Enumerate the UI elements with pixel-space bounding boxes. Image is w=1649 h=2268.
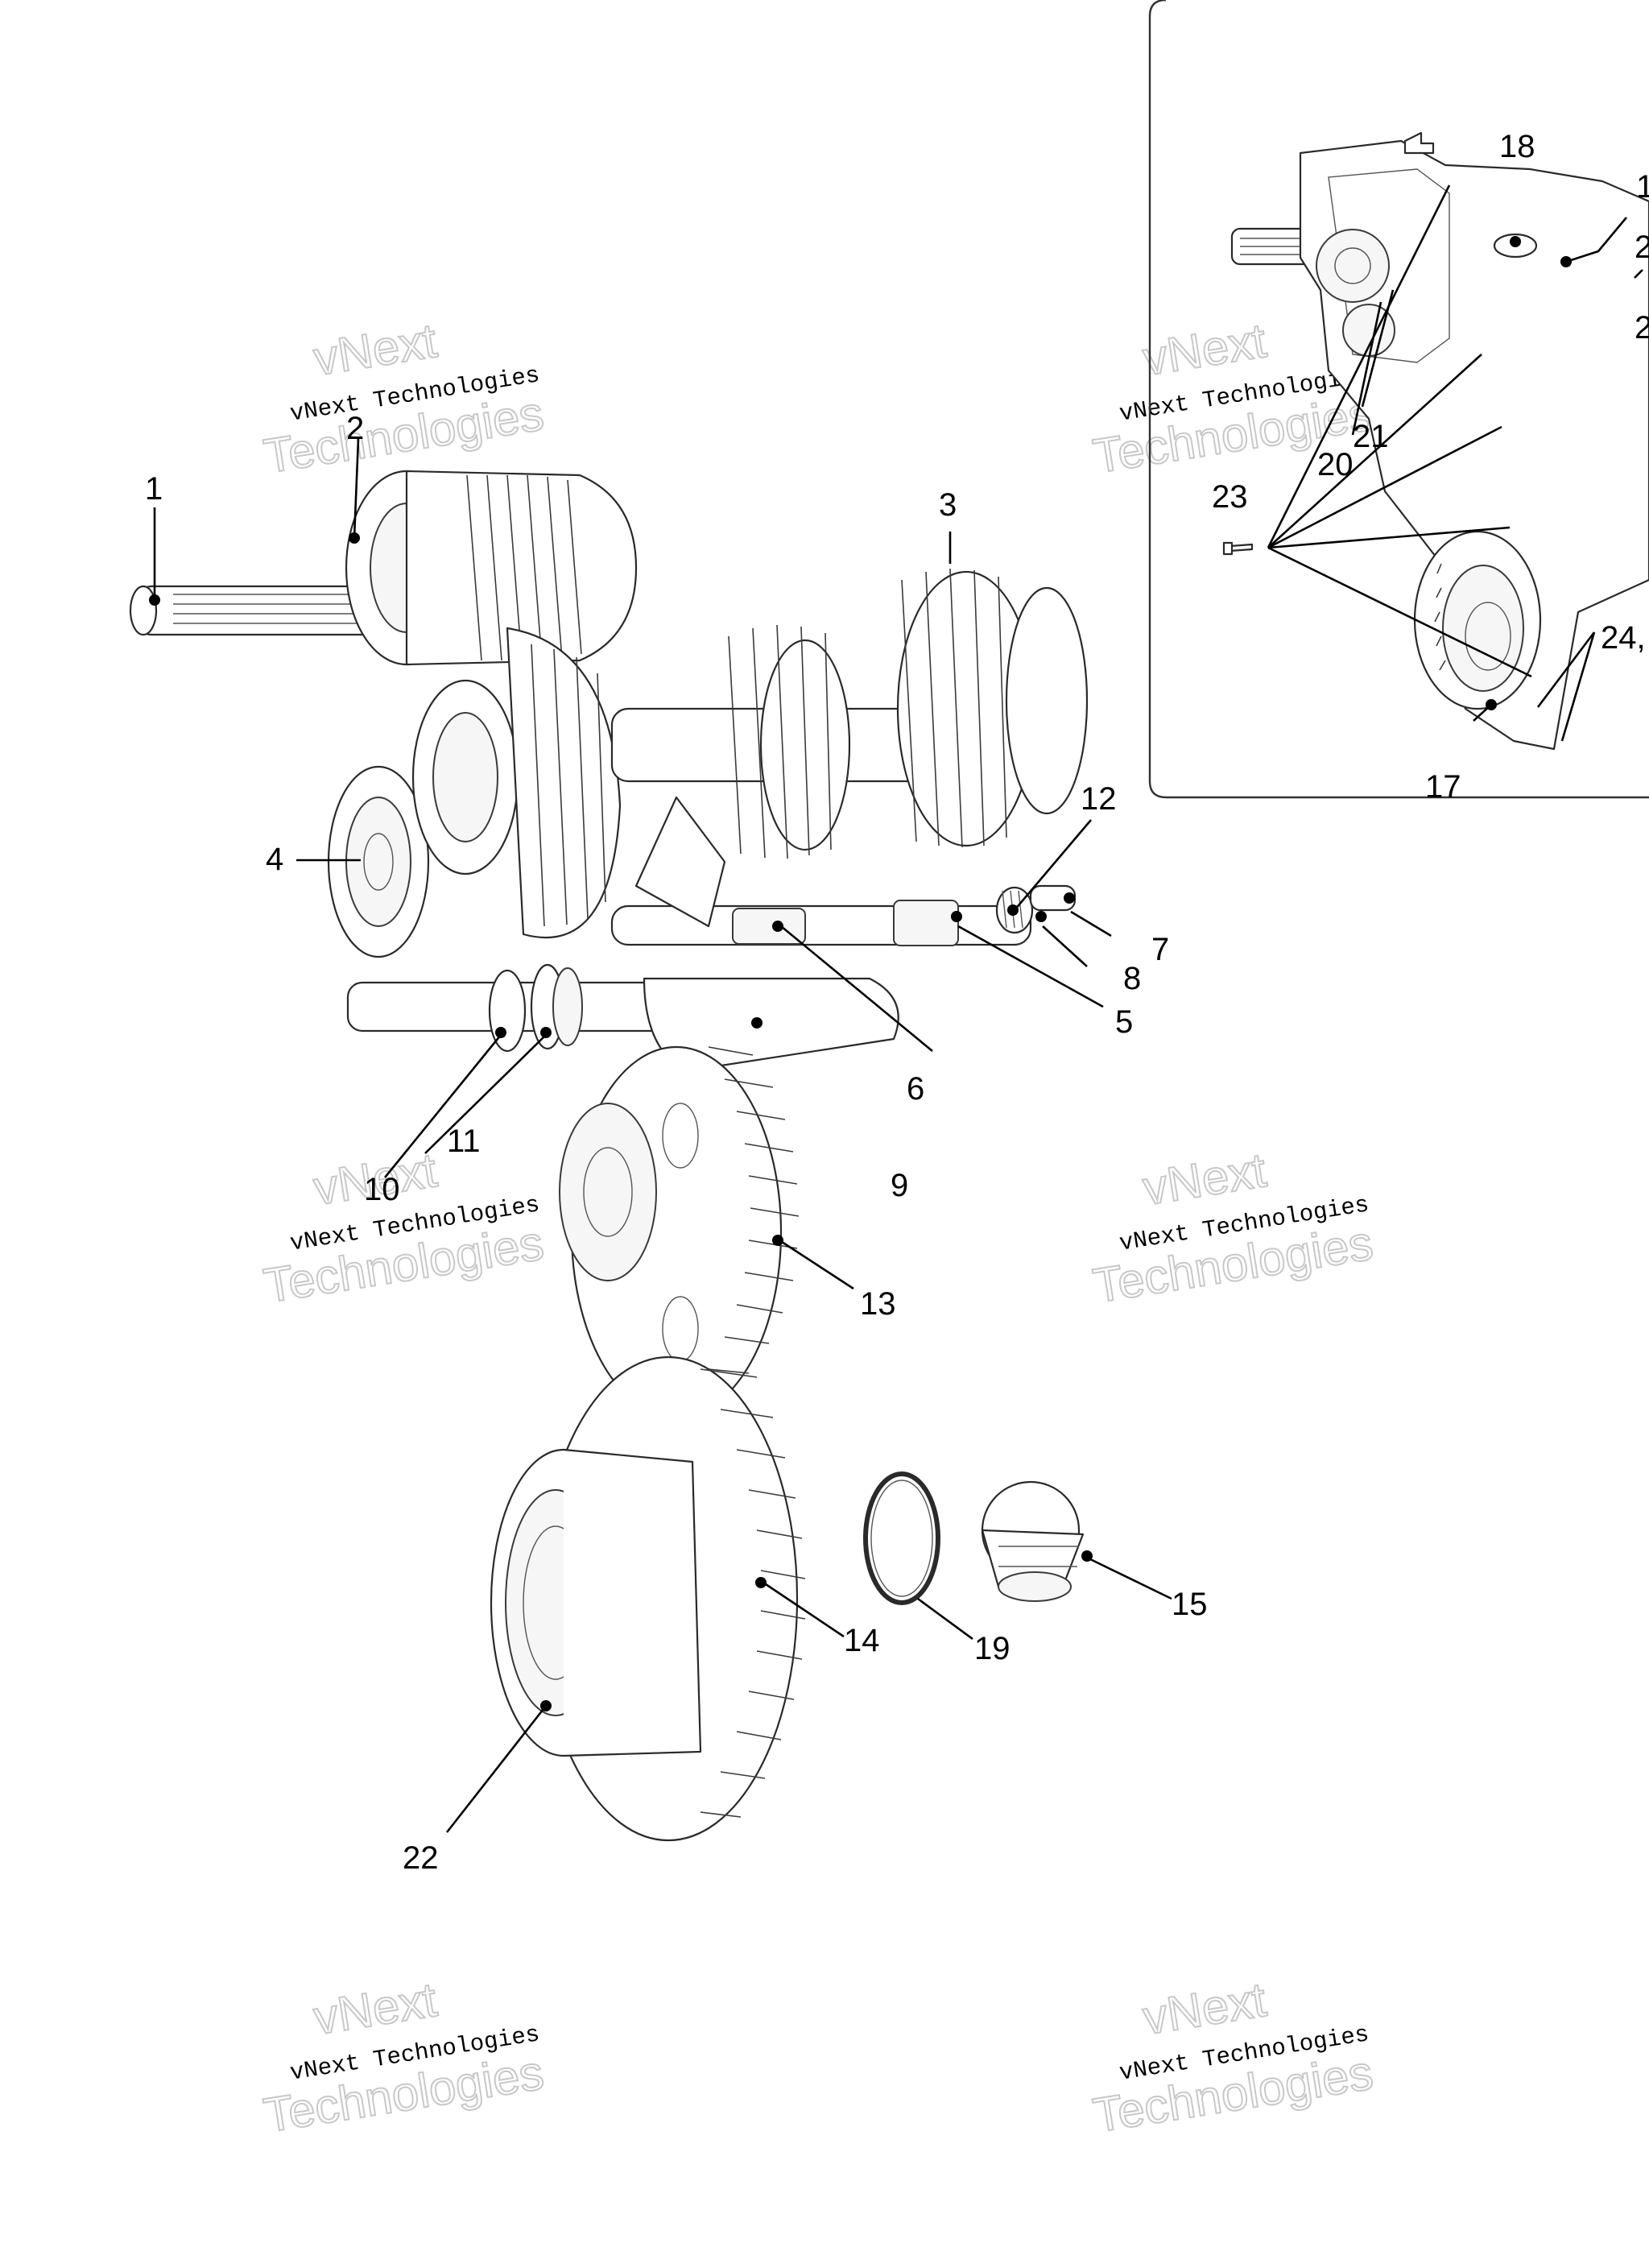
callout-12: 12 xyxy=(1081,781,1117,817)
callout-15: 15 xyxy=(1172,1587,1208,1622)
callout-19: 19 xyxy=(974,1631,1010,1666)
callout-17: 17 xyxy=(1425,769,1461,805)
watermark-top-left: vNext Technologies vNext Technologies xyxy=(259,312,548,484)
housing-assembly-inset xyxy=(1222,131,1649,751)
callout-6: 6 xyxy=(907,1071,924,1107)
bearing-4 xyxy=(327,765,430,958)
callout-21: 21 xyxy=(1353,419,1389,454)
intermediate-gear-pair xyxy=(411,627,622,939)
watermark-bottom-right: vNext Technologies vNext Technologies xyxy=(1089,1972,1377,2143)
bushing-15 xyxy=(981,1480,1085,1602)
callout-24: 24, xyxy=(1601,620,1646,656)
callout-23: 23 xyxy=(1212,479,1248,515)
callout-labels: 1 2 3 4 5 6 7 8 9 10 11 12 13 14 15 17 1… xyxy=(145,129,1649,1876)
svg-text:vNext: vNext xyxy=(1139,1972,1270,2045)
callout-22: 22 xyxy=(403,1840,439,1876)
callout-8: 8 xyxy=(1123,961,1141,996)
svg-text:vNext: vNext xyxy=(1139,1143,1270,1215)
watermark-bottom-left: vNext Technologies vNext Technologies xyxy=(259,1972,548,2143)
callout-14: 14 xyxy=(844,1623,880,1658)
svg-text:vNext: vNext xyxy=(310,313,440,386)
callout-1: 1 xyxy=(145,471,163,507)
callout-13: 13 xyxy=(860,1286,896,1322)
watermark-middle-left: vNext Technologies vNext Technologies xyxy=(259,1142,548,1314)
countershaft-gear-3 xyxy=(610,568,1089,859)
callout-18: 18 xyxy=(1499,129,1535,164)
callout-11: 11 xyxy=(447,1124,481,1159)
svg-text:vNext: vNext xyxy=(1139,313,1270,386)
callout-1-cut: 1 xyxy=(1636,169,1649,205)
callout-2b-cut: 2 xyxy=(1635,310,1649,346)
inset-frame xyxy=(1148,0,1649,799)
callout-10: 10 xyxy=(364,1172,400,1207)
gear-13 xyxy=(559,1045,800,1419)
callout-9: 9 xyxy=(891,1168,908,1203)
callout-5: 5 xyxy=(1115,1004,1133,1040)
svg-text:vNext: vNext xyxy=(310,1972,440,2045)
o-ring-19 xyxy=(863,1471,940,1605)
input-shaft-1 xyxy=(129,585,382,636)
leader-lines xyxy=(149,184,1643,1833)
shaft-10-11 xyxy=(346,796,899,1073)
callout-4: 4 xyxy=(266,842,283,877)
callout-2: 2 xyxy=(346,411,364,446)
callout-7: 7 xyxy=(1151,932,1169,967)
gear-2-assembly xyxy=(345,470,638,666)
carrier-22 xyxy=(490,1448,702,1757)
callout-20: 20 xyxy=(1317,447,1354,482)
watermark-middle-right: vNext Technologies vNext Technologies xyxy=(1089,1142,1377,1314)
callout-3: 3 xyxy=(939,487,957,523)
callout-2-cut: 2 xyxy=(1635,230,1649,265)
